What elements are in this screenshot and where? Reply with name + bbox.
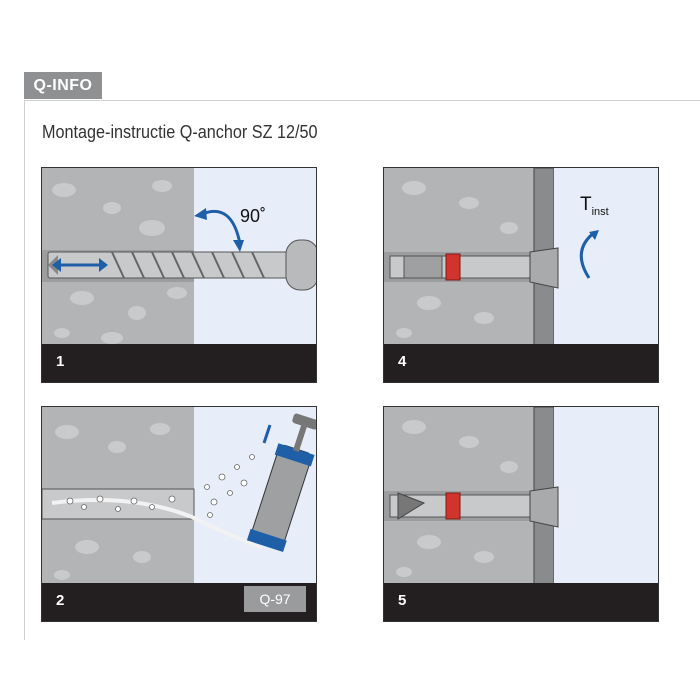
torque-subscript: inst <box>591 205 609 218</box>
header-divider <box>24 100 700 101</box>
torque-illustration <box>384 168 658 382</box>
step-panel-2: 2 Q-97 <box>41 406 317 622</box>
step-number: 4 <box>398 353 407 370</box>
product-badge: Q-97 <box>244 586 306 612</box>
angle-label: 90˚ <box>240 206 267 226</box>
step-number: 5 <box>398 592 407 609</box>
drilling-illustration <box>42 168 316 382</box>
torque-label: Tinst <box>580 194 609 218</box>
installed-anchor-illustration <box>384 407 658 621</box>
torque-symbol: T <box>580 194 592 215</box>
frame-left-border <box>24 100 25 640</box>
q-info-tag: Q-INFO <box>24 72 102 99</box>
step-number: 2 <box>56 592 65 609</box>
step-panel-4: Tinst 4 <box>383 167 659 383</box>
page-title: Montage-instructie Q-anchor SZ 12/50 <box>42 122 318 142</box>
step-number: 1 <box>56 353 65 370</box>
step-panel-1: 90˚ 1 <box>41 167 317 383</box>
step-panel-5: 5 <box>383 406 659 622</box>
